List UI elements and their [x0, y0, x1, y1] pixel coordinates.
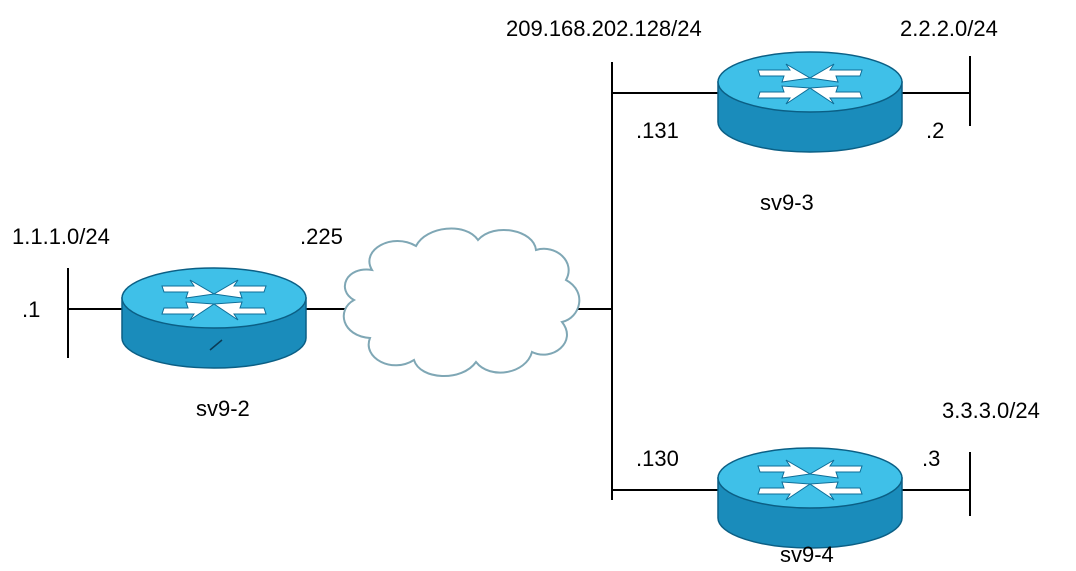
- interface-label-sv9-2-lan: .1: [22, 297, 40, 322]
- router-label-sv9-4: sv9-4: [780, 542, 834, 567]
- network-label-lan2: 2.2.2.0/24: [900, 16, 998, 41]
- links: [67, 56, 971, 516]
- router-sv9-4: [717, 447, 903, 549]
- interface-label-sv9-3-lan: .2: [926, 118, 944, 143]
- router-icon: [717, 447, 903, 549]
- interface-label-sv9-2-wan: .225: [300, 224, 343, 249]
- router-icon: [717, 51, 903, 153]
- interface-label-sv9-4-lan: .3: [922, 446, 940, 471]
- network-label-lan3: 3.3.3.0/24: [942, 398, 1040, 423]
- cloud-icon: [342, 227, 581, 377]
- router-sv9-3: [717, 51, 903, 153]
- interface-label-sv9-3-wan: .131: [636, 118, 679, 143]
- router-label-sv9-3: sv9-3: [760, 190, 814, 215]
- network-label-wan: 209.168.202.128/24: [506, 16, 702, 41]
- router-label-sv9-2: sv9-2: [196, 396, 250, 421]
- router-icon: [121, 267, 307, 369]
- router-sv9-2: [121, 267, 307, 369]
- interface-label-sv9-4-wan: .130: [636, 446, 679, 471]
- network-label-lan1: 1.1.1.0/24: [12, 224, 110, 249]
